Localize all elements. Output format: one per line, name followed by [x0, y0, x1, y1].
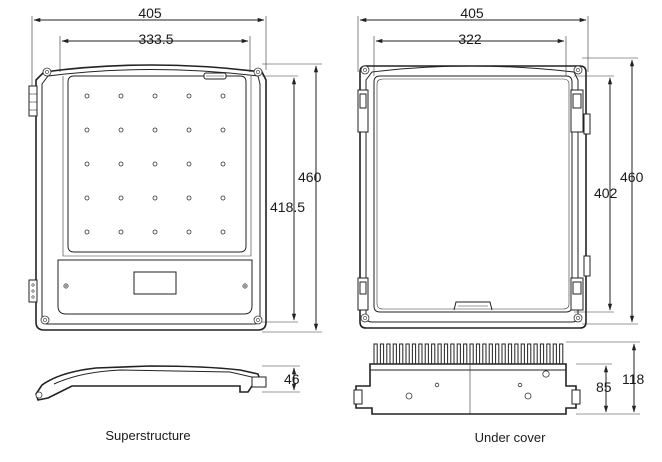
dim-label-46: 46	[284, 371, 300, 387]
heatsink-fin	[405, 343, 410, 365]
heatsink-fin	[501, 343, 506, 365]
heatsink-fin	[559, 343, 564, 365]
dim-label-402: 402	[594, 185, 618, 201]
dim-left-width-outer: 405	[31, 5, 267, 88]
led-panel	[67, 75, 247, 253]
dim-right-height-outer: 460	[582, 57, 644, 325]
heatsink-fin	[443, 343, 449, 365]
heatsink-fin	[469, 343, 474, 365]
caption-superstructure: Superstructure	[105, 428, 190, 443]
nameplate	[133, 271, 177, 295]
heatsink-fin	[418, 343, 423, 365]
dim-label-405-left: 405	[138, 5, 162, 21]
heatsink-fin	[373, 343, 378, 365]
heatsink-fin	[533, 343, 538, 365]
heatsink-fin	[527, 343, 532, 365]
dim-right-height-inner: 402	[574, 75, 618, 313]
heatsink-fin	[450, 343, 455, 365]
heatsink-fin	[386, 343, 391, 365]
dim-right-width-outer: 405	[357, 5, 589, 72]
heatsink-fin	[431, 343, 436, 365]
dim-label-85: 85	[596, 379, 612, 395]
heatsink-fin	[488, 343, 493, 365]
heatsink-fin	[379, 343, 385, 365]
heatsink-fin	[546, 343, 551, 365]
heatsink-fin	[437, 343, 442, 365]
dim-label-418-5: 418.5	[270, 199, 305, 215]
heatsink-fin	[514, 343, 519, 365]
dim-label-405-right: 405	[460, 5, 484, 21]
heatsink-fin	[399, 343, 404, 365]
heatsink-fin	[411, 343, 417, 365]
heatsink-fin	[463, 343, 468, 365]
heatsink-fin	[495, 343, 500, 365]
superstructure-side-profile: 46 Superstructure	[35, 365, 300, 443]
housing-outline	[35, 64, 267, 331]
dim-right-profile-fin-height: 118	[566, 341, 645, 415]
dim-right-width-inner: 322	[373, 31, 567, 76]
dim-left-height-outer: 460	[262, 63, 322, 333]
heatsink-fin	[482, 343, 487, 365]
dim-left-height-inner: 418.5	[262, 75, 305, 323]
heatsink-fin	[475, 343, 481, 365]
heatsink-fin	[520, 343, 525, 365]
dim-right-profile-body-height: 85	[576, 363, 612, 413]
heatsink-fin	[456, 343, 461, 365]
dim-label-322: 322	[458, 31, 482, 47]
heatsink-fin	[552, 343, 557, 365]
dim-label-118: 118	[622, 371, 645, 387]
dim-label-460-right: 460	[620, 169, 644, 185]
heatsink-fins	[373, 343, 564, 365]
heatsink-fin	[424, 343, 429, 365]
under-cover-side-profile: 118 85 Under cover	[353, 341, 645, 445]
heatsink-fin	[539, 343, 545, 365]
dim-label-333-5: 333.5	[138, 31, 173, 47]
caption-under-cover: Under cover	[475, 430, 546, 445]
under-cover-top-view: 405 322	[357, 5, 644, 329]
dim-label-460-left: 460	[298, 169, 322, 185]
heatsink-fin	[392, 343, 397, 365]
led-hole-grid	[84, 93, 226, 235]
heatsink-fin	[507, 343, 513, 365]
dim-left-profile-height: 46	[262, 365, 300, 393]
superstructure-top-view: 405 333.5	[28, 5, 322, 333]
dim-left-width-inner: 333.5	[59, 31, 251, 72]
